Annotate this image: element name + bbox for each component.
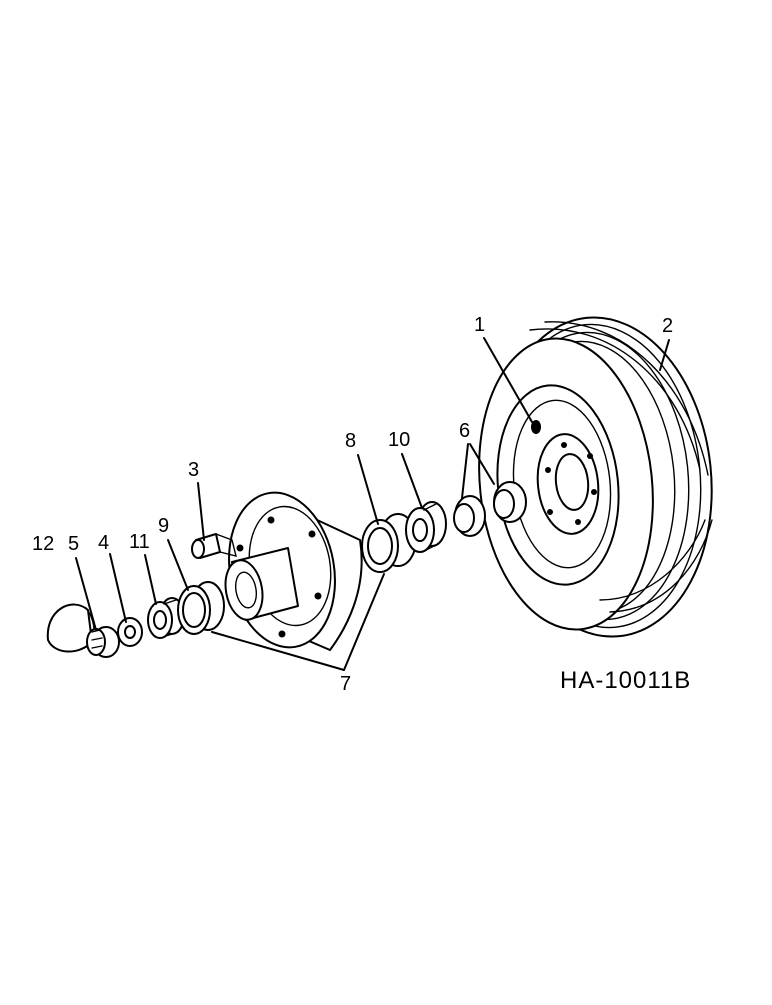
callout-12: 12 <box>32 533 54 555</box>
callout-4: 4 <box>98 532 109 554</box>
wheel-stud <box>191 533 237 559</box>
callout-8: 8 <box>345 430 356 452</box>
callout-1: 1 <box>474 314 485 336</box>
callout-3: 3 <box>188 459 199 481</box>
outer-bearing-cup <box>177 581 225 635</box>
castle-nut <box>86 626 120 658</box>
drawing-code: HA-10011B <box>560 667 691 694</box>
wheel-rim <box>496 384 620 586</box>
callout-7: 7 <box>340 673 351 695</box>
callout-9: 9 <box>158 515 169 537</box>
outer-bearing-cone <box>147 597 185 639</box>
callout-6: 6 <box>459 420 470 442</box>
hub-stud-holes <box>236 516 322 638</box>
inner-bearing-cone <box>405 501 447 553</box>
leader-lines <box>75 337 670 671</box>
callout-2: 2 <box>662 315 673 337</box>
seal-a <box>453 495 486 537</box>
washer <box>117 617 143 647</box>
rim-bolt-holes <box>545 442 597 525</box>
callout-11: 11 <box>129 531 150 553</box>
seal-b <box>493 481 527 523</box>
hub-spindle <box>224 547 299 621</box>
valve-stem <box>531 420 541 434</box>
callout-5: 5 <box>68 533 79 555</box>
callout-10: 10 <box>388 429 410 451</box>
